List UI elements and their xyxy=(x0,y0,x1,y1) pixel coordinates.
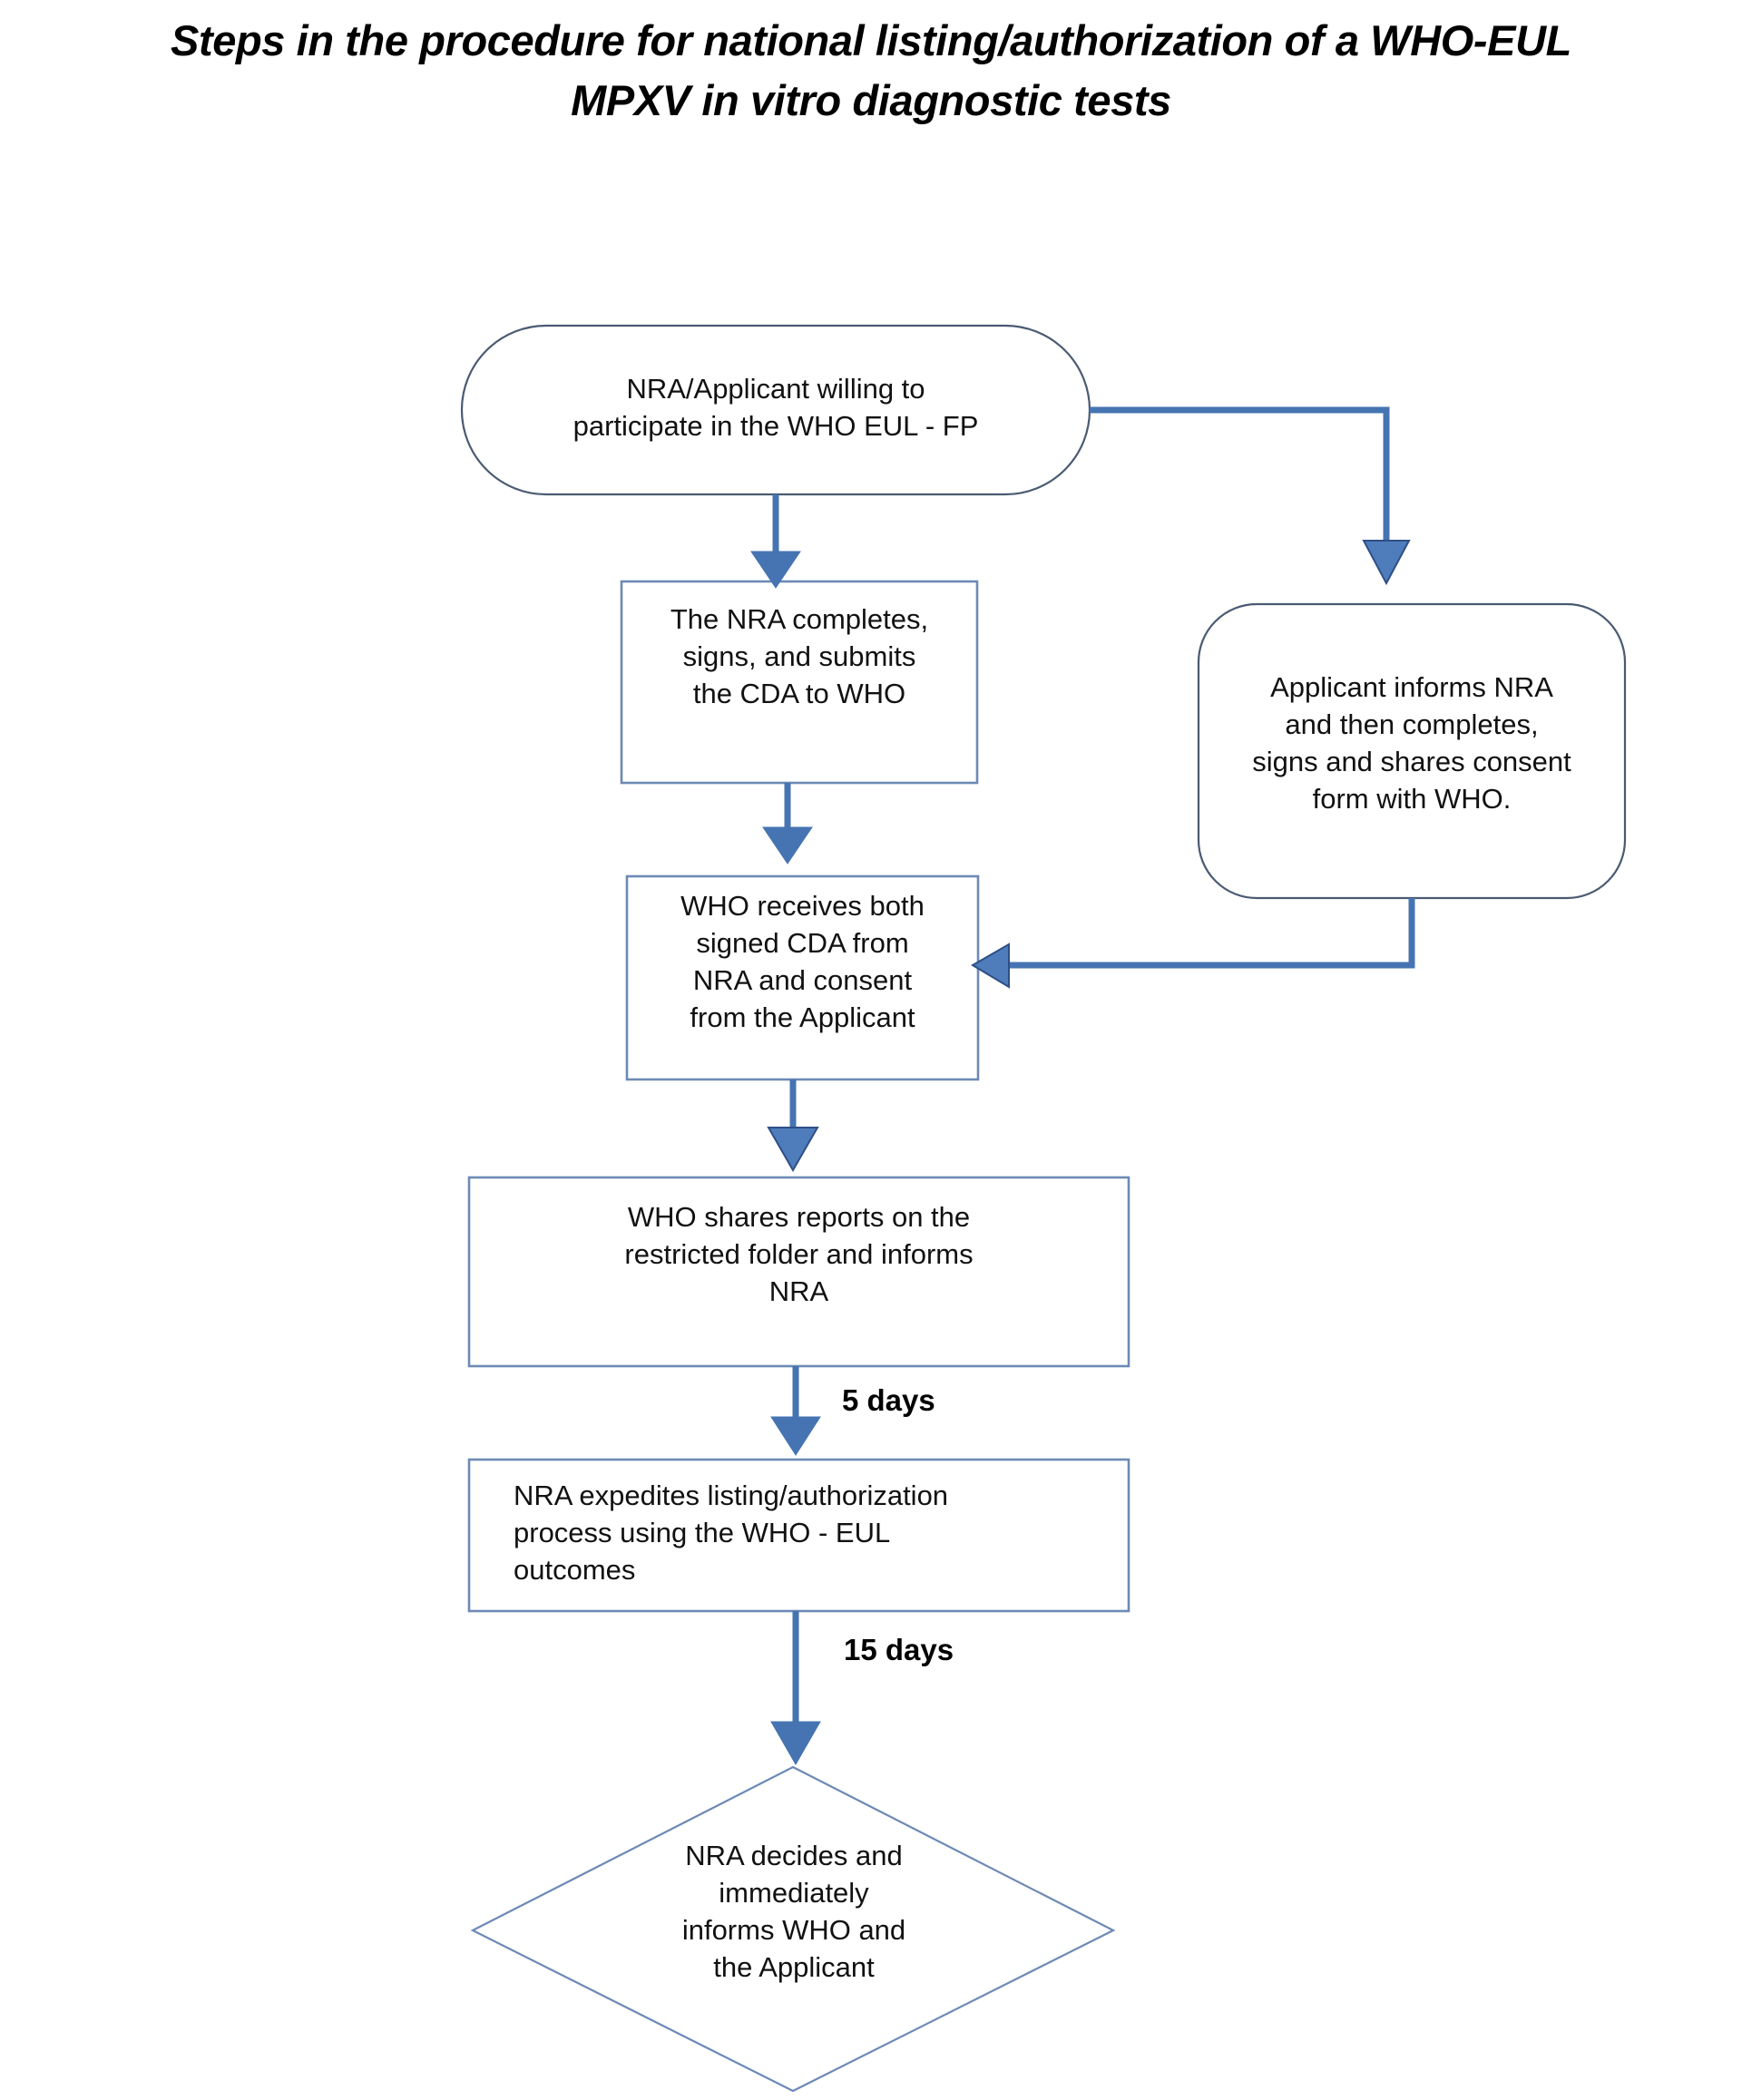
arrowhead-who-receives-to-who-shares xyxy=(767,1127,819,1173)
arrowhead-start-to-nra-cda xyxy=(750,551,801,589)
node-shape-nra-decides[interactable] xyxy=(470,1765,1116,2093)
arrowhead-applicant-consent-to-who-receives xyxy=(971,943,1010,989)
node-shape-applicant-consent[interactable] xyxy=(1197,602,1627,900)
node-shape-nra-cda[interactable] xyxy=(620,580,979,785)
arrowhead-start-to-applicant-consent xyxy=(1362,540,1411,586)
page-title-line-2: MPXV in vitro diagnostic tests xyxy=(571,76,1171,124)
arrowhead-nra-cda-to-who-receives xyxy=(762,826,813,864)
edge-label-15-days: 15 days xyxy=(844,1633,954,1666)
page-title-line-1: Steps in the procedure for national list… xyxy=(171,16,1571,64)
arrowhead-nra-expedites-to-nra-decides xyxy=(770,1721,821,1766)
node-shape-who-receives[interactable] xyxy=(625,874,980,1081)
edge-applicant-consent-to-who-receives xyxy=(1007,898,1415,969)
node-shape-start[interactable] xyxy=(460,324,1091,496)
arrowhead-who-shares-to-nra-expedites xyxy=(770,1416,821,1456)
node-shape-who-shares[interactable] xyxy=(467,1176,1130,1368)
edge-label-5-days: 5 days xyxy=(842,1383,935,1417)
page-title: Steps in the procedure for national list… xyxy=(0,11,1742,131)
node-shape-nra-expedites[interactable] xyxy=(467,1458,1130,1613)
edge-start-to-applicant-consent xyxy=(1090,406,1390,544)
